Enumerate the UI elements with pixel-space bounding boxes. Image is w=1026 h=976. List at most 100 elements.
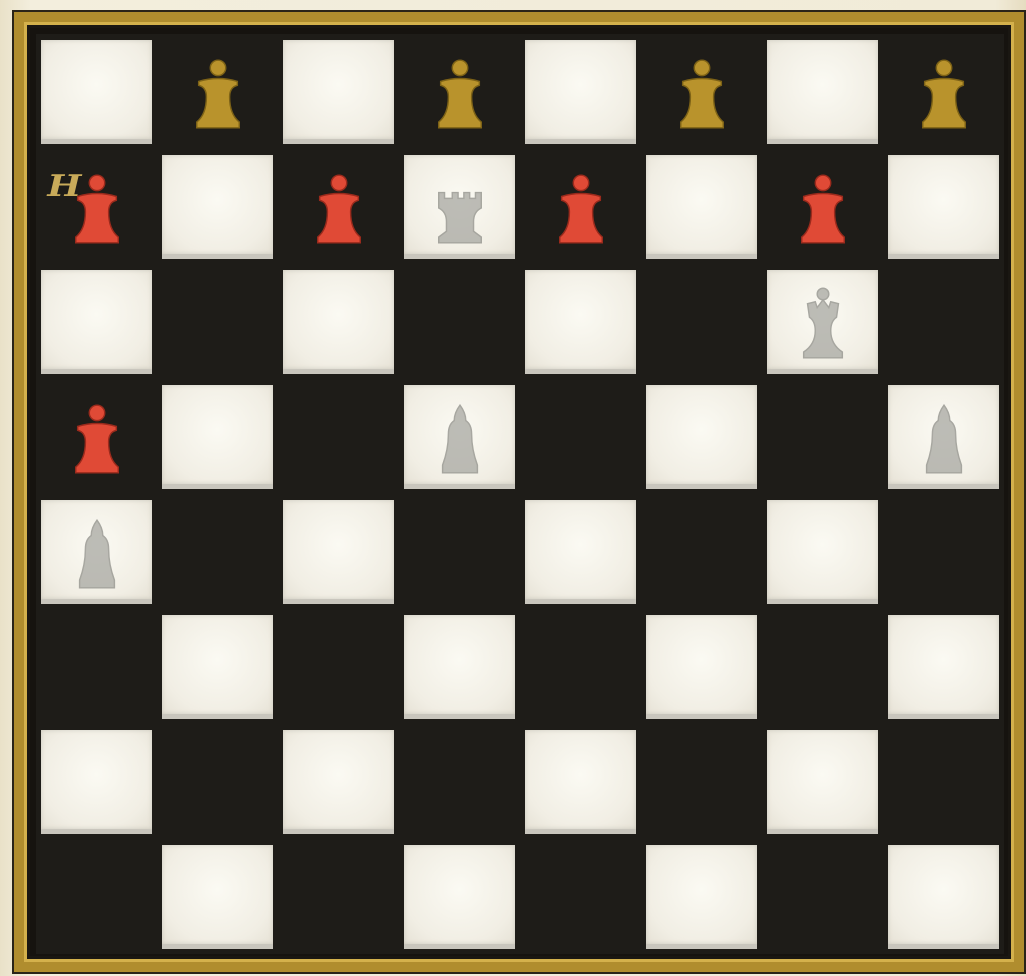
square-g4[interactable] [762,494,883,609]
square-b6-surface [157,264,278,379]
square-f4[interactable] [641,494,762,609]
square-f7[interactable] [641,149,762,264]
square-f5[interactable] [641,379,762,494]
square-f1[interactable] [641,839,762,954]
square-b6[interactable] [157,264,278,379]
square-b1[interactable] [157,839,278,954]
square-a4[interactable] [36,494,157,609]
square-h8[interactable] [883,34,1004,149]
square-c3[interactable] [278,609,399,724]
square-a5[interactable] [36,379,157,494]
square-f6[interactable] [641,264,762,379]
square-d2[interactable] [399,724,520,839]
square-a1[interactable] [36,839,157,954]
square-d7[interactable] [399,149,520,264]
square-g5[interactable] [762,379,883,494]
square-e7[interactable] [520,149,641,264]
square-a3[interactable] [36,609,157,724]
square-e8[interactable] [520,34,641,149]
square-a2[interactable] [36,724,157,839]
square-a7[interactable] [36,149,157,264]
ghost-bishop-icon[interactable] [431,398,489,480]
square-b8[interactable] [157,34,278,149]
gold-pawn-icon[interactable] [915,53,973,135]
ghost-bishop-icon[interactable] [68,513,126,595]
square-f2-surface [641,724,762,839]
square-h5[interactable] [883,379,1004,494]
gold-pawn-icon[interactable] [673,53,731,135]
square-b2[interactable] [157,724,278,839]
square-f8[interactable] [641,34,762,149]
square-g5-surface [762,379,883,494]
square-g3[interactable] [762,609,883,724]
square-f1-surface [646,845,757,949]
square-c2-surface [283,730,394,834]
square-c1-surface [278,839,399,954]
square-d3[interactable] [399,609,520,724]
square-f6-surface [641,264,762,379]
square-d6-surface [399,264,520,379]
square-g8[interactable] [762,34,883,149]
square-h3[interactable] [883,609,1004,724]
square-e3[interactable] [520,609,641,724]
square-b5[interactable] [157,379,278,494]
square-g1[interactable] [762,839,883,954]
square-g2-surface [767,730,878,834]
square-e8-surface [525,40,636,144]
square-g8-surface [767,40,878,144]
square-c5[interactable] [278,379,399,494]
ghost-king-icon[interactable] [794,283,852,365]
square-e5[interactable] [520,379,641,494]
red-pawn-icon[interactable] [310,168,368,250]
square-a6[interactable] [36,264,157,379]
square-b4[interactable] [157,494,278,609]
square-c7[interactable] [278,149,399,264]
square-d8[interactable] [399,34,520,149]
square-d4-surface [399,494,520,609]
square-g2[interactable] [762,724,883,839]
gold-pawn-icon[interactable] [431,53,489,135]
square-h4-surface [883,494,1004,609]
gold-pawn-icon[interactable] [189,53,247,135]
square-c8[interactable] [278,34,399,149]
square-e1-surface [520,839,641,954]
square-h4[interactable] [883,494,1004,609]
square-c4[interactable] [278,494,399,609]
red-pawn-icon[interactable] [552,168,610,250]
square-e1[interactable] [520,839,641,954]
red-pawn-icon[interactable] [794,168,852,250]
square-c5-surface [278,379,399,494]
square-c1[interactable] [278,839,399,954]
square-c6-surface [283,270,394,374]
ghost-bishop-icon[interactable] [915,398,973,480]
square-h1[interactable] [883,839,1004,954]
square-a8[interactable] [36,34,157,149]
square-b7[interactable] [157,149,278,264]
square-h2[interactable] [883,724,1004,839]
square-g6[interactable] [762,264,883,379]
square-f3[interactable] [641,609,762,724]
square-d1[interactable] [399,839,520,954]
square-c8-surface [283,40,394,144]
square-e6[interactable] [520,264,641,379]
square-h6-surface [883,264,1004,379]
square-c2[interactable] [278,724,399,839]
square-f2[interactable] [641,724,762,839]
square-f4-surface [641,494,762,609]
square-e2[interactable] [520,724,641,839]
ghost-rook-icon[interactable] [431,168,489,250]
square-g7[interactable] [762,149,883,264]
square-d5[interactable] [399,379,520,494]
square-h7[interactable] [883,149,1004,264]
square-b3[interactable] [157,609,278,724]
square-a3-surface [36,609,157,724]
square-c6[interactable] [278,264,399,379]
square-b4-surface [157,494,278,609]
square-h6[interactable] [883,264,1004,379]
square-d4[interactable] [399,494,520,609]
square-e4[interactable] [520,494,641,609]
square-b2-surface [157,724,278,839]
red-pawn-icon[interactable] [68,398,126,480]
square-d6[interactable] [399,264,520,379]
square-h2-surface [883,724,1004,839]
